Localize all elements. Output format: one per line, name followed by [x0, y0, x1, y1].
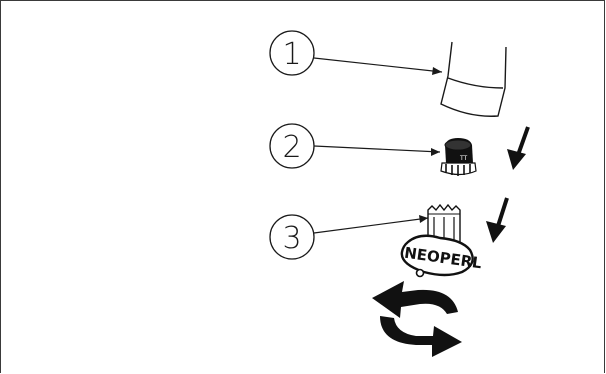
- callout-2: 2: [269, 123, 441, 169]
- aerator-key-illustration: NEOPERL: [400, 203, 483, 278]
- insert-marking: TT: [459, 155, 468, 162]
- callout-2-number: 2: [282, 130, 301, 165]
- callout-1-number: 1: [282, 37, 301, 72]
- callout-1: 1: [269, 30, 443, 76]
- aerator-insert-illustration: TT: [440, 138, 477, 176]
- arrow-down-icon: [507, 126, 530, 170]
- rotate-arrows-icon: [372, 281, 462, 357]
- arrow-down-icon: [486, 197, 509, 243]
- callout-3-number: 3: [282, 221, 301, 256]
- faucet-spout-illustration: [440, 41, 507, 117]
- callout-3: 3: [269, 214, 429, 260]
